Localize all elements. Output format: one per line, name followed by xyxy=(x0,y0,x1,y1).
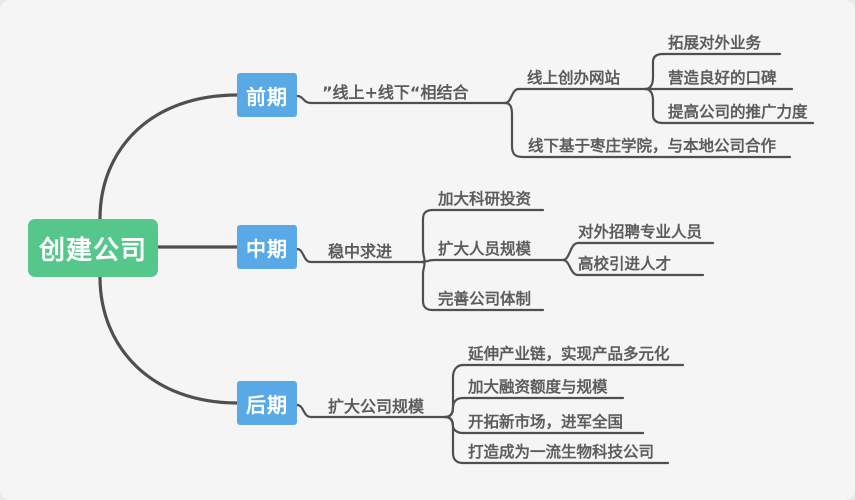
plan-node-qianqi[interactable]: ”线上+线下“相结合 xyxy=(322,83,469,102)
connector-online-expand xyxy=(643,52,782,91)
stage-node-zhongqi[interactable]: 中期 xyxy=(237,225,297,269)
connector-root-houqi xyxy=(98,275,239,405)
leaf-online-website[interactable]: 线上创办网站 xyxy=(527,69,621,87)
leaf-staff-expansion[interactable]: 扩大人员规模 xyxy=(438,240,532,258)
connector-online-promotion xyxy=(643,87,815,125)
connector-qianqi-plan xyxy=(295,94,507,105)
leaf-offline-cooperation[interactable]: 线下基于枣庄学院，与本地公司合作 xyxy=(528,137,777,155)
stage-node-houqi[interactable]: 后期 xyxy=(237,381,297,425)
stage-node-qianqi[interactable]: 前期 xyxy=(237,73,297,117)
connector-root-qianqi xyxy=(98,93,239,221)
plan-node-houqi[interactable]: 扩大公司规模 xyxy=(328,397,425,416)
root-node[interactable]: 创建公司 xyxy=(28,219,158,277)
connector-plan1-offline xyxy=(503,101,792,159)
connector-houqi-plan xyxy=(295,403,447,419)
plan-node-zhongqi[interactable]: 稳中求进 xyxy=(328,242,393,261)
connector-plan2-staff xyxy=(420,258,565,264)
connector-plan3-firstclass xyxy=(443,415,670,465)
connector-plan2-system xyxy=(420,260,545,312)
leaf-promotion[interactable]: 提高公司的推广力度 xyxy=(668,103,808,121)
leaf-research-investment[interactable]: 加大科研投资 xyxy=(438,190,532,208)
leaf-campus-talent[interactable]: 高校引进人才 xyxy=(578,255,672,273)
leaf-expand-business[interactable]: 拓展对外业务 xyxy=(668,34,762,52)
leaf-new-market[interactable]: 开拓新市场，进军全国 xyxy=(468,413,624,431)
leaf-good-reputation[interactable]: 营造良好的口碑 xyxy=(668,69,777,87)
leaf-external-recruit[interactable]: 对外招聘专业人员 xyxy=(578,223,703,241)
connector-zhongqi-plan xyxy=(295,247,424,264)
connector-plan2-research xyxy=(420,208,545,264)
leaf-financing-scale[interactable]: 加大融资额度与规模 xyxy=(468,378,608,396)
connector-plan1-online xyxy=(503,87,647,105)
connector-plan3-funding xyxy=(443,396,625,419)
connector-staff-campus xyxy=(561,258,705,277)
leaf-industry-chain[interactable]: 延伸产业链，实现产品多元化 xyxy=(468,345,670,363)
leaf-company-system[interactable]: 完善公司体制 xyxy=(438,290,532,308)
leaf-firstclass-company[interactable]: 打造成为一流生物科技公司 xyxy=(468,443,655,461)
